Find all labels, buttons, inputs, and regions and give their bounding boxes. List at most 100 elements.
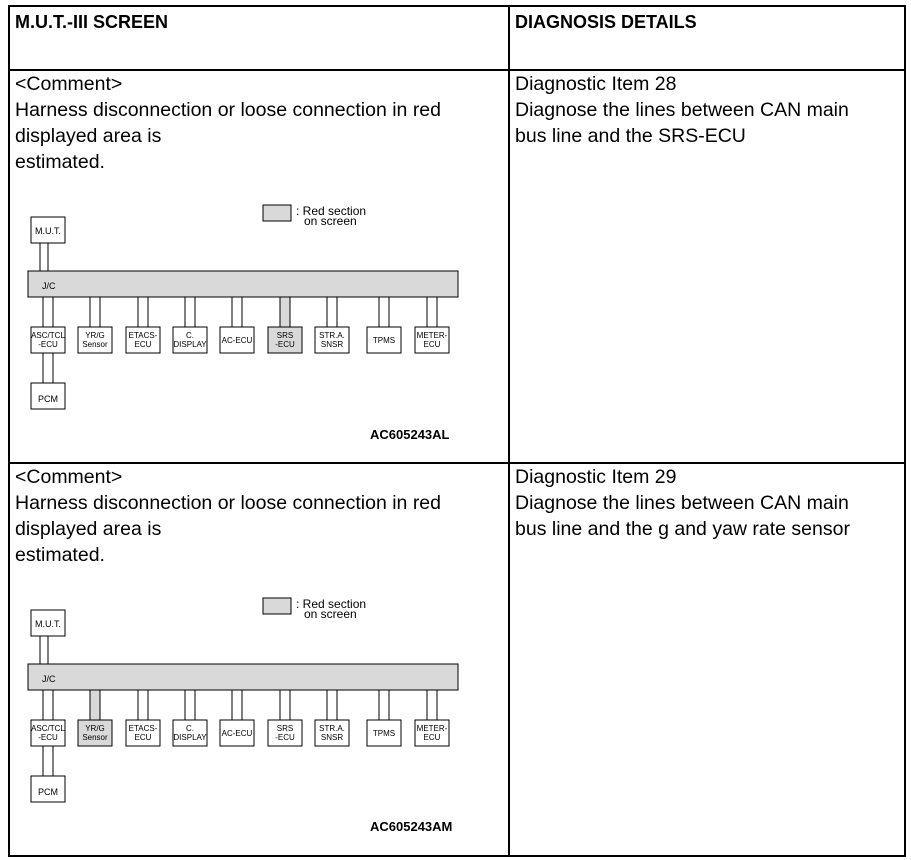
column-divider — [508, 7, 510, 855]
module-box — [414, 719, 450, 747]
bus-label: J/C — [42, 281, 56, 291]
bus-bar — [27, 270, 459, 298]
module-connector — [231, 296, 243, 328]
legend-text: on screen — [304, 214, 357, 228]
module-box — [414, 326, 450, 354]
header-mut-screen: M.U.T.-III SCREEN — [15, 12, 169, 32]
header-diagnosis-details: DIAGNOSIS DETAILS — [515, 12, 697, 32]
module-connector — [231, 689, 243, 721]
comment-line: Harness disconnection or loose connectio… — [15, 492, 442, 514]
tester-connector — [39, 242, 49, 272]
module-box — [219, 326, 255, 354]
module-label: -ECU — [38, 733, 58, 742]
module-connector — [378, 296, 390, 328]
diagnostic-item: Diagnostic Item 28 — [515, 73, 677, 95]
module-connector — [326, 296, 338, 328]
legend-text: on screen — [304, 607, 357, 621]
module-label: ECU — [135, 340, 152, 349]
module-connector — [42, 296, 54, 328]
comment-title: <Comment> — [15, 73, 123, 95]
legend-text: : Red section — [296, 597, 366, 611]
module-label: AC-ECU — [222, 729, 253, 738]
module-connector — [137, 689, 149, 721]
module-box — [125, 326, 161, 354]
module-label: ECU — [424, 340, 441, 349]
module-label: DISPLAY — [173, 733, 207, 742]
module-label: SNSR — [321, 340, 343, 349]
diagnostic-item: Diagnostic Item 29 — [515, 466, 677, 488]
comment-line: displayed area is — [15, 125, 162, 147]
module-label: YR/G — [85, 724, 105, 733]
module-box — [77, 326, 113, 354]
figure-code: AC605243AM — [370, 819, 453, 834]
module-connector — [184, 296, 196, 328]
module-connector — [279, 689, 291, 721]
pcm-connector — [42, 745, 54, 777]
module-connector — [378, 689, 390, 721]
module-box — [267, 719, 303, 747]
module-label: ETACS- — [129, 724, 158, 733]
diagnosis-line: bus line and the g and yaw rate sensor — [515, 518, 850, 540]
module-label: ECU — [135, 733, 152, 742]
module-connector — [426, 689, 438, 721]
module-connector — [42, 689, 54, 721]
row2-comment: <Comment> Harness disconnection or loose… — [15, 464, 441, 568]
module-label: STR.A. — [319, 724, 345, 733]
module-label: STR.A. — [319, 331, 345, 340]
module-connector — [89, 296, 101, 328]
module-label: -ECU — [275, 733, 295, 742]
row-divider — [10, 462, 904, 464]
module-box — [125, 719, 161, 747]
module-label: Sensor — [82, 733, 108, 742]
comment-line: Harness disconnection or loose connectio… — [15, 99, 442, 121]
legend-swatch — [262, 597, 292, 615]
tester-label: M.U.T. — [35, 619, 61, 629]
diagnosis-line: Diagnose the lines between CAN main — [515, 492, 849, 514]
module-connector — [137, 296, 149, 328]
module-label: C. — [186, 331, 194, 340]
comment-line: estimated. — [15, 544, 105, 566]
comment-title: <Comment> — [15, 466, 123, 488]
module-label: Sensor — [82, 340, 108, 349]
module-box — [314, 719, 350, 747]
module-label: YR/G — [85, 331, 105, 340]
pcm-label: PCM — [38, 787, 58, 797]
module-box — [366, 326, 402, 354]
module-label: SRS — [277, 331, 293, 340]
module-box — [219, 719, 255, 747]
bus-bar — [27, 663, 459, 691]
figure-code: AC605243AL — [370, 427, 450, 442]
module-connector — [426, 296, 438, 328]
module-connector — [326, 689, 338, 721]
row2-diagnosis: Diagnostic Item 29 Diagnose the lines be… — [515, 464, 850, 542]
module-label: ASC/TCL — [31, 331, 65, 340]
module-box — [267, 326, 303, 354]
module-label: ECU — [424, 733, 441, 742]
module-label: TPMS — [373, 336, 395, 345]
module-box — [172, 326, 208, 354]
module-connector — [279, 296, 291, 328]
bus-label: J/C — [42, 674, 56, 684]
comment-line: estimated. — [15, 151, 105, 173]
diagnosis-line: Diagnose the lines between CAN main — [515, 99, 849, 121]
module-label: TPMS — [373, 729, 395, 738]
tester-label: M.U.T. — [35, 226, 61, 236]
module-box — [314, 326, 350, 354]
module-label: SRS — [277, 724, 293, 733]
row1-diagnosis: Diagnostic Item 28 Diagnose the lines be… — [515, 71, 849, 149]
tester-connector — [39, 635, 49, 665]
pcm-box — [30, 382, 66, 410]
diagnosis-table: M.U.T.-III SCREEN DIAGNOSIS DETAILS <Com… — [8, 5, 906, 857]
module-box — [172, 719, 208, 747]
module-label: -ECU — [275, 340, 295, 349]
module-label: ASC/TCL — [31, 724, 65, 733]
tester-box — [30, 609, 66, 637]
module-label: METER- — [417, 331, 448, 340]
module-box — [30, 326, 66, 354]
legend-swatch — [262, 204, 292, 222]
module-label: AC-ECU — [222, 336, 253, 345]
module-label: SNSR — [321, 733, 343, 742]
pcm-label: PCM — [38, 394, 58, 404]
